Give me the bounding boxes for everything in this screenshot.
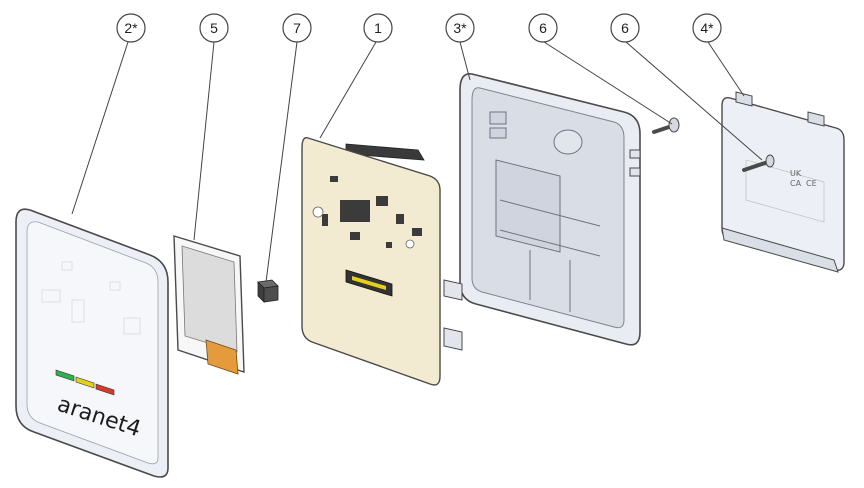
- sensor-block: [257, 279, 279, 303]
- pcb-components: [322, 176, 422, 248]
- indicator-yellow: [75, 376, 95, 389]
- callout: 6: [528, 13, 558, 43]
- leader-line: [319, 41, 377, 139]
- callout-label: 2*: [124, 20, 138, 36]
- leader-line: [543, 41, 673, 125]
- housing-side-tabs: [443, 149, 641, 351]
- callout-label: 3*: [453, 20, 467, 36]
- leader-lines: [71, 41, 763, 283]
- housing-internal-ribs: [489, 111, 601, 312]
- uk-ca-mark: CA: [790, 179, 802, 188]
- indicator-red: [95, 383, 115, 396]
- uk-ca-mark: UK: [790, 169, 802, 178]
- front-cover-ghost-features: [41, 261, 141, 335]
- front-cover: aranet4: [15, 208, 169, 478]
- leader-line: [625, 41, 763, 161]
- rear-housing: [443, 73, 641, 351]
- callout: 5: [199, 13, 229, 43]
- pcb-mount-hole: [312, 206, 324, 218]
- callout-label: 5: [210, 20, 218, 36]
- callout-label: 6: [621, 20, 629, 36]
- callout: 7: [282, 13, 312, 43]
- leader-line: [265, 41, 298, 283]
- screw: [652, 117, 680, 134]
- callout: 3*: [445, 13, 475, 43]
- callout-label: 4*: [700, 20, 714, 36]
- callout: 6: [610, 13, 640, 43]
- callout: 1: [363, 13, 393, 43]
- leader-line: [459, 41, 471, 81]
- callout-label: 1: [374, 20, 382, 36]
- callout: 2*: [116, 13, 146, 43]
- leader-line: [193, 41, 215, 241]
- callout-label: 6: [539, 20, 547, 36]
- callout: 4*: [692, 13, 722, 43]
- display-flex-cable: [205, 339, 239, 375]
- ce-mark: CE: [806, 179, 817, 188]
- callout-label: 7: [293, 20, 301, 36]
- display-module: [173, 235, 245, 375]
- leader-line: [707, 41, 745, 97]
- leader-line: [71, 41, 129, 215]
- back-cover-label: [745, 159, 825, 223]
- pcb-board: [301, 137, 441, 386]
- pcb-mount-hole: [405, 239, 415, 249]
- back-cover: UK CA CE: [721, 91, 845, 273]
- indicator-green: [55, 369, 75, 382]
- co2-indicator-bar: [55, 369, 115, 396]
